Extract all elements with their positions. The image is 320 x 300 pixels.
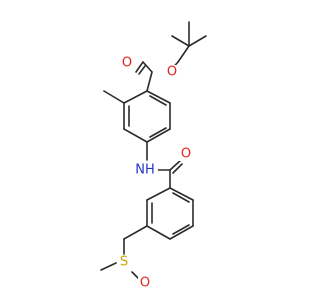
ester-carbonyl-oxygen-label: O [122, 56, 132, 71]
molecule-canvas: O O NH O S O [100, 21, 207, 291]
molecule-structure: O O NH O S O [100, 21, 207, 291]
sulfoxide-oxygen-label: O [140, 276, 150, 291]
benzoate-ring [103, 90, 171, 143]
amide-group [146, 141, 183, 189]
ester-ether-oxygen-label: O [167, 65, 177, 80]
atom-labels: O O NH O S O [117, 56, 193, 291]
amide-nitrogen-label: NH [135, 163, 155, 178]
ester-group [135, 61, 179, 92]
benzamide-ring [146, 187, 194, 240]
amide-oxygen-label: O [181, 147, 191, 162]
sulfur-label: S [120, 255, 128, 270]
tert-butyl-group [171, 21, 207, 63]
methylsulfinyl-chain [100, 225, 148, 280]
